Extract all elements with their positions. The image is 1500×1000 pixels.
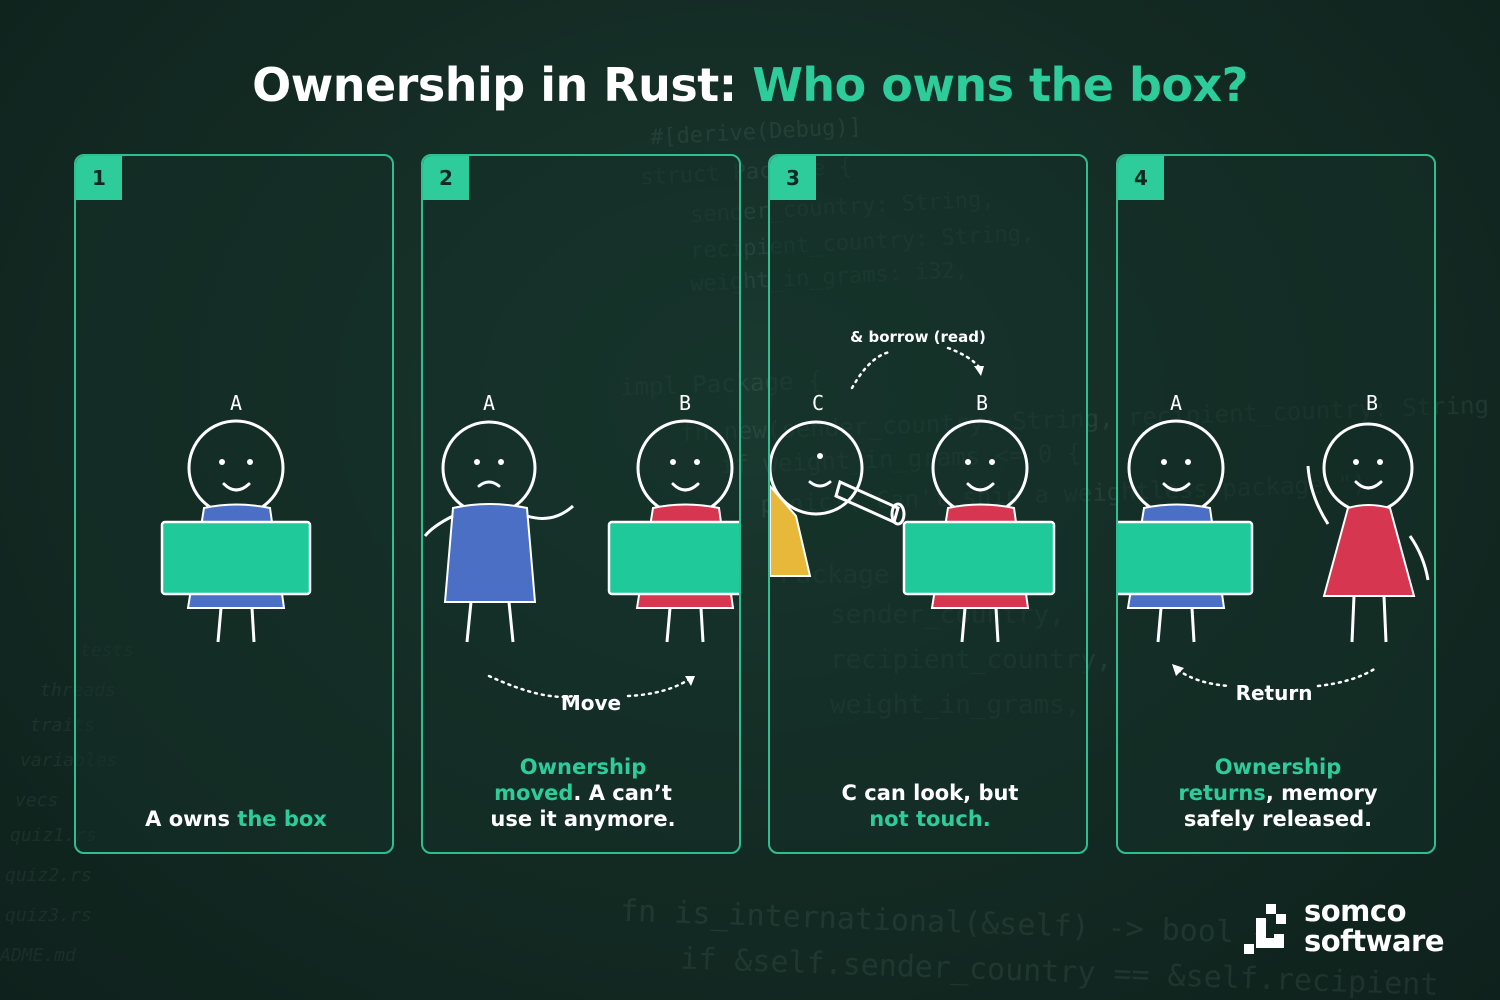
panel-4: 4 A B Return Ownership retu (1116, 154, 1436, 854)
panel-1: 1 A A owns the box (74, 154, 394, 854)
figure-a-sad: A (423, 391, 575, 643)
figure-a: A (1118, 391, 1254, 643)
caption-line: Ownership (1214, 755, 1342, 779)
caption-text: . A can’t (573, 781, 672, 805)
panel-1-illustration: A (160, 391, 312, 643)
caption-line: C can look, but (841, 781, 1019, 805)
figure-label-a: A (230, 391, 242, 415)
figure-c: C (770, 391, 906, 577)
caption-part: A owns (145, 807, 238, 831)
borrow-label: & borrow (read) (850, 328, 986, 346)
panel-number: 3 (770, 156, 816, 200)
figure-label-b: B (679, 391, 691, 415)
figure-label-c: C (812, 391, 824, 415)
panel-caption: A owns the box (86, 806, 386, 832)
title-prefix: Ownership in Rust: (252, 58, 753, 112)
figure-b: B (902, 391, 1056, 643)
caption-accent: moved (494, 781, 574, 805)
panel-3: 3 & borrow (read) C B C can (768, 154, 1088, 854)
move-label: Move (561, 691, 621, 715)
caption-accent: the box (237, 807, 327, 831)
caption-accent: not touch. (869, 807, 991, 831)
logo-wordmark: somco software (1304, 894, 1445, 958)
caption-line: Ownership (519, 755, 647, 779)
panel-2: 2 A B Move Ownership moved. (421, 154, 741, 854)
panel-caption: Ownership returns, memory safely release… (1128, 754, 1428, 832)
panel-3-illustration: & borrow (read) C B (770, 328, 1056, 643)
somco-logo: somco software (1244, 896, 1464, 960)
panel-number: 2 (423, 156, 469, 200)
caption-accent: returns (1178, 781, 1266, 805)
panel-2-illustration: A B Move (423, 391, 739, 715)
return-label: Return (1236, 681, 1313, 705)
logo-line-1: somco (1304, 894, 1407, 928)
figure-label-a: A (483, 391, 495, 415)
caption-line: safely released. (1183, 807, 1373, 831)
panel-caption: Ownership moved. A can’t use it anymore. (433, 754, 733, 832)
figure-b: B (607, 391, 739, 643)
spyglass-icon (834, 479, 906, 526)
caption-line: use it anymore. (490, 807, 676, 831)
logo-line-2: software (1304, 924, 1445, 958)
caption-text: , memory (1265, 781, 1378, 805)
figure-a: A (160, 391, 312, 643)
page-title: Ownership in Rust: Who owns the box? (0, 58, 1500, 112)
panel-number: 4 (1118, 156, 1164, 200)
panel-number: 1 (76, 156, 122, 200)
title-accent: Who owns the box? (752, 58, 1248, 112)
panel-caption: C can look, but not touch. (780, 780, 1080, 832)
figure-b-waving: B (1306, 391, 1430, 643)
logo-mark-icon (1244, 904, 1286, 954)
figure-label-b: B (976, 391, 988, 415)
figure-label-b: B (1366, 391, 1378, 415)
figure-label-a: A (1170, 391, 1182, 415)
panel-4-illustration: A B Return (1118, 391, 1430, 705)
